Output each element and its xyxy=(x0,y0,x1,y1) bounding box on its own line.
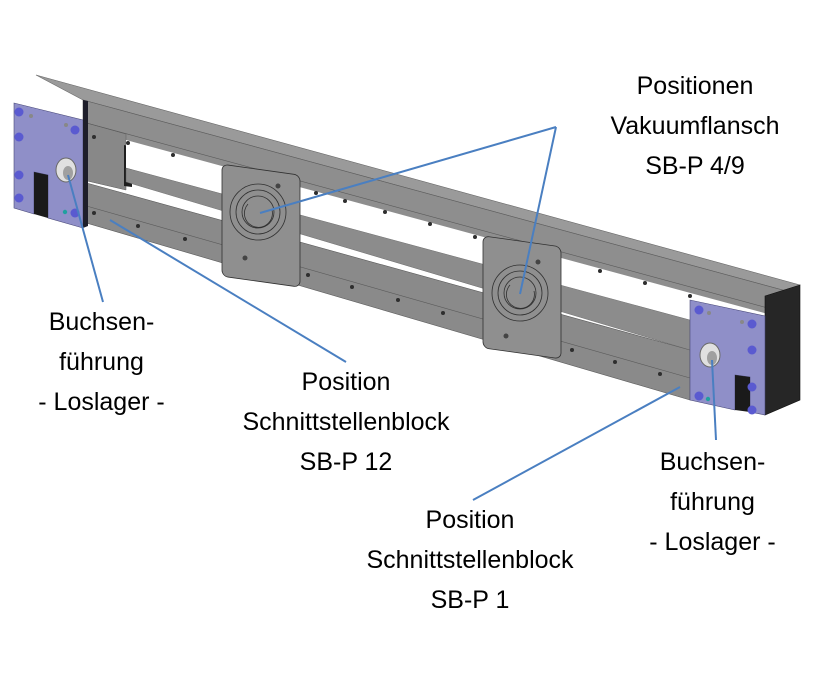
label-line: Schnittstellenblock xyxy=(366,546,574,574)
label-line: SB-P 12 xyxy=(299,448,393,476)
leader-line-sbp1 xyxy=(472,386,681,501)
right-end-plate xyxy=(689,299,766,416)
label-line: Vakuumflansch xyxy=(610,112,780,140)
leader-line-sbp12 xyxy=(109,219,347,363)
label-buchsenfuehrung-right: Buchsen- führung - Loslager - xyxy=(625,442,800,562)
label-line: Positionen xyxy=(636,72,754,100)
right-end-face xyxy=(764,284,801,416)
label-line: Position xyxy=(425,506,515,534)
label-line: SB-P 4/9 xyxy=(645,152,745,180)
label-line: führung xyxy=(670,488,755,516)
label-line: Position xyxy=(301,368,391,396)
label-line: Schnittstellenblock xyxy=(242,408,450,436)
label-line: SB-P 1 xyxy=(430,586,510,614)
vacuum-flange-1 xyxy=(221,164,301,287)
left-end-plate xyxy=(13,100,88,229)
leader-line-vakuumflansch-2 xyxy=(519,126,557,295)
label-vakuumflansch: Positionen Vakuumflansch SB-P 4/9 xyxy=(590,66,800,186)
label-line: - Loslager - xyxy=(649,528,776,556)
label-schnittstellenblock-1: Position Schnittstellenblock SB-P 1 xyxy=(320,500,620,620)
label-schnittstellenblock-12: Position Schnittstellenblock SB-P 12 xyxy=(196,362,496,482)
label-line: - Loslager - xyxy=(38,388,165,416)
label-line: Buchsen- xyxy=(659,448,766,476)
rail-edge-line xyxy=(82,121,791,315)
label-buchsenfuehrung-left: Buchsen- führung - Loslager - xyxy=(14,302,189,422)
rail-holes xyxy=(92,135,692,376)
rail-edge-line xyxy=(82,204,691,379)
vacuum-flange-2 xyxy=(482,236,562,359)
leader-line-vakuumflansch-1 xyxy=(259,126,557,214)
label-line: führung xyxy=(59,348,144,376)
label-line: Buchsen- xyxy=(48,308,155,336)
leader-line-buchsen-left xyxy=(67,174,104,303)
leader-line-buchsen-right xyxy=(711,359,717,441)
